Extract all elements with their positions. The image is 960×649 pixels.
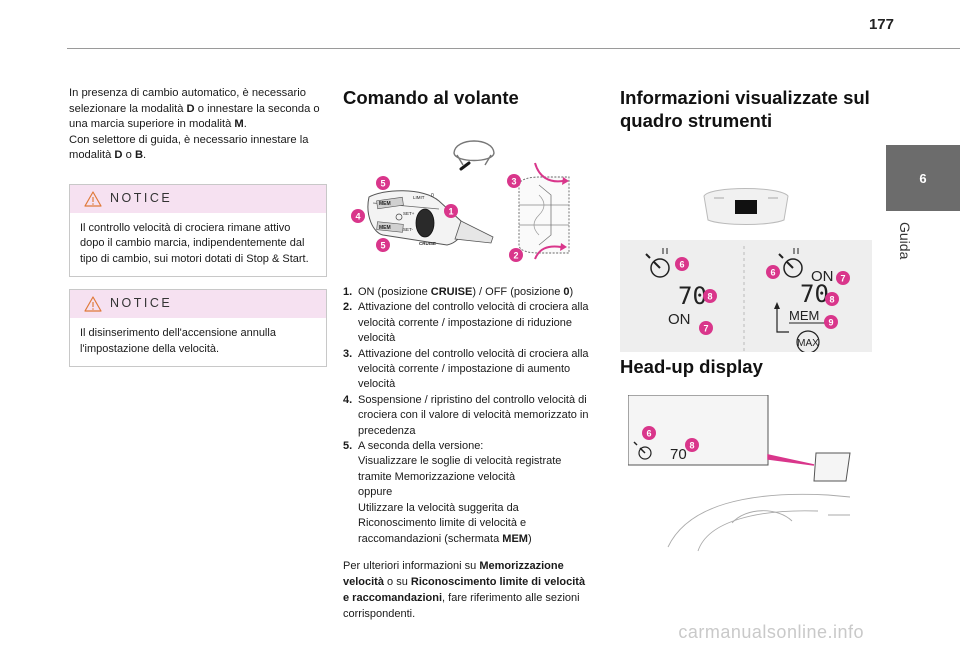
svg-text:6: 6 [646, 429, 651, 439]
svg-text:5: 5 [380, 241, 385, 251]
list-item: 2.Attivazione del controllo velocità di … [343, 301, 589, 345]
page-number: 177 [868, 16, 894, 33]
notice-title: NOTICE [110, 296, 173, 311]
header-rule [67, 48, 960, 49]
callout-badge: 8 [825, 292, 839, 306]
notice-text: Il controllo velocità di crociera rimane… [80, 221, 309, 265]
chapter-number: 6 [919, 170, 927, 186]
section-heading: Informazioni visualizzate sul quadro str… [620, 87, 870, 131]
section-heading: Comando al volante [343, 87, 519, 108]
svg-text:7: 7 [703, 324, 708, 334]
set-speed-value: 70 [800, 280, 829, 308]
svg-text:0: 0 [431, 193, 434, 199]
list-item: 5.A seconda della versione:Visualizzare … [343, 440, 562, 545]
callout-badge: 9 [824, 315, 838, 329]
callout-badge: 7 [836, 271, 850, 285]
svg-text:MEM: MEM [379, 201, 391, 207]
svg-text:CRUISE: CRUISE [419, 241, 436, 246]
callout-badge: 1 [444, 204, 458, 218]
speed-gauge-icon [645, 248, 670, 278]
callout-badge: 4 [351, 209, 365, 223]
arrow-icon [776, 307, 789, 333]
callout-badge: 8 [703, 289, 717, 303]
notice-title: NOTICE [110, 191, 173, 206]
list-item: 1.ON (posizione CRUISE) / OFF (posizione… [343, 286, 574, 298]
callout-badge: 6 [675, 257, 689, 271]
dashboard-outline [667, 452, 851, 552]
callout-badge: 3 [507, 174, 521, 188]
svg-text:SET+: SET+ [403, 211, 415, 216]
hud-speed-value: 70 [670, 446, 687, 463]
column-2: Comando al volante MEM MEM LIMIT SET+ SE… [343, 86, 593, 622]
closing-paragraph: Per ulteriori informazioni su Memorizzaz… [343, 559, 586, 620]
svg-text:7: 7 [840, 274, 845, 284]
chapter-tab[interactable]: 6 [886, 145, 960, 211]
steering-controls-illustration: MEM MEM LIMIT SET+ SET- CRUISE 0 5 4 5 1… [351, 140, 570, 262]
notice-header: NOTICE [70, 290, 326, 319]
svg-text:4: 4 [355, 212, 360, 222]
cruise-stalk-drawing: MEM MEM LIMIT SET+ SET- CRUISE 0 [367, 190, 494, 246]
column-1: In presenza di cambio automatico, è nece… [69, 86, 327, 367]
list-item: 4.Sospensione / ripristino del controllo… [343, 393, 589, 437]
svg-text:6: 6 [679, 260, 684, 270]
svg-text:8: 8 [829, 295, 834, 305]
notice-text: Il disinserimento dell'accensione annull… [80, 327, 276, 355]
svg-text:9: 9 [828, 318, 833, 328]
dashboard-icon [703, 188, 789, 225]
hud-section: Head-up display [620, 355, 875, 378]
head-up-display-illustration: 70 6 8 [628, 395, 851, 552]
on-status: ON [668, 311, 691, 328]
chapter-title: Guida [897, 222, 913, 260]
column-3: Informazioni visualizzate sul quadro str… [620, 86, 875, 352]
svg-text:3: 3 [511, 177, 516, 187]
intro-paragraph: In presenza di cambio automatico, è nece… [69, 87, 320, 162]
notice-box-1: NOTICE Il controllo velocità di crociera… [69, 183, 327, 278]
callout-badge: 5 [376, 176, 390, 190]
instrument-panel-illustration: 70 ON ON 70 MEM MAX 70 MEM 80 6 8 7 [620, 188, 872, 352]
callout-badge: 6 [642, 426, 656, 440]
max-label: MAX [797, 338, 819, 349]
callout-badge: 2 [509, 248, 523, 262]
notice-header: NOTICE [70, 184, 326, 213]
on-status: ON [811, 268, 834, 285]
svg-text:LIMIT: LIMIT [413, 195, 425, 200]
svg-text:6: 6 [770, 268, 775, 278]
section-heading: Head-up display [620, 356, 763, 377]
list-item: 3.Attivazione del controllo velocità di … [343, 347, 589, 391]
callout-badge: 7 [699, 321, 713, 335]
watermark: carmanualsonline.info [678, 622, 864, 642]
svg-text:SET-: SET- [403, 227, 414, 232]
svg-text:8: 8 [707, 292, 712, 302]
steering-wheel-icon [453, 140, 495, 171]
warning-icon [84, 191, 102, 207]
stalk-side-view [518, 162, 570, 260]
set-speed-value: 70 [678, 282, 707, 310]
function-list: 1.ON (posizione CRUISE) / OFF (posizione… [343, 285, 593, 547]
callout-badge: 8 [685, 438, 699, 452]
speed-gauge-icon [778, 248, 803, 278]
svg-text:MEM: MEM [379, 225, 391, 231]
max-limit-icon [796, 330, 820, 352]
svg-text:2: 2 [513, 251, 518, 261]
speed-gauge-icon [633, 441, 652, 460]
callout-badge: 5 [376, 238, 390, 252]
speed-gauge-icon [395, 213, 403, 221]
notice-box-2: NOTICE Il disinserimento dell'accensione… [69, 289, 327, 367]
warning-icon [84, 296, 102, 312]
callout-badge: 6 [766, 265, 780, 279]
svg-text:8: 8 [689, 441, 694, 451]
svg-text:5: 5 [380, 179, 385, 189]
svg-text:1: 1 [448, 207, 453, 217]
mem-label: MEM [789, 308, 819, 323]
